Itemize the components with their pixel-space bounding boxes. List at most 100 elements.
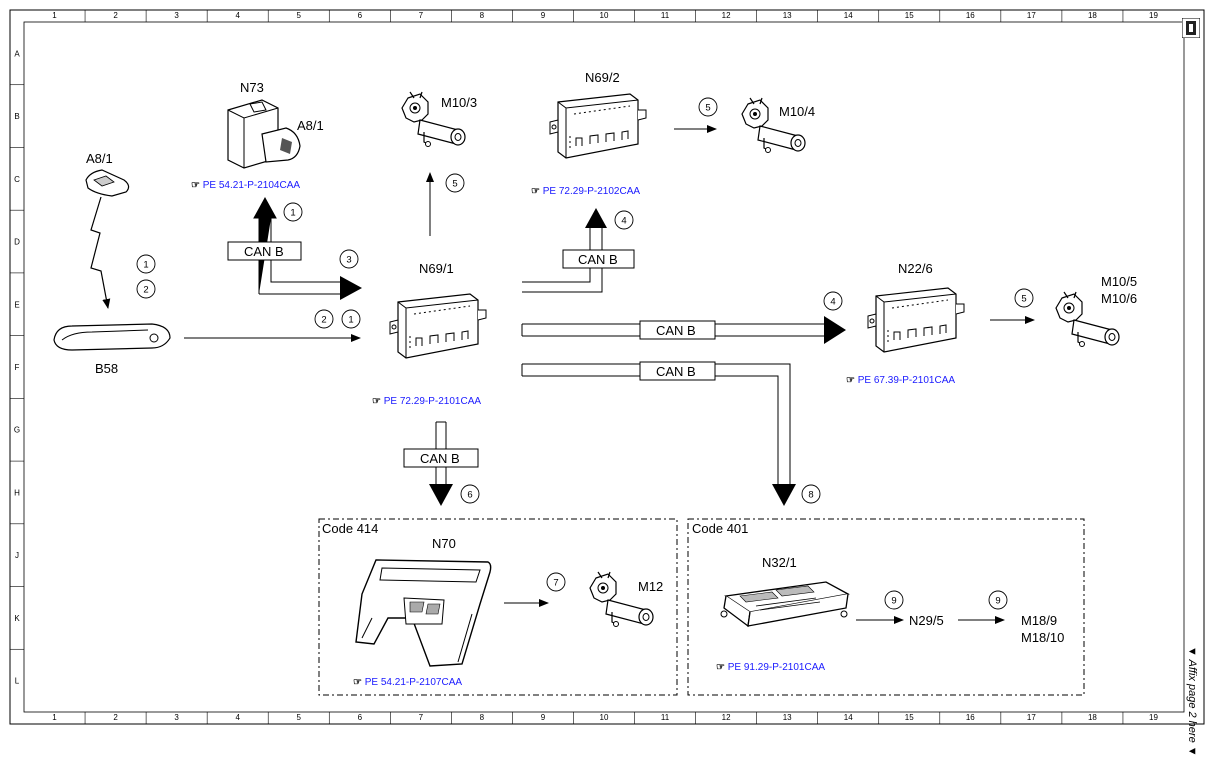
ruler-col-14-bottom: 14 bbox=[844, 713, 853, 722]
label-m10-3: M10/3 bbox=[441, 95, 477, 110]
step-number-s_n70_6: 6 bbox=[467, 490, 472, 501]
step-circle-s_m104_5 bbox=[698, 97, 718, 117]
ruler-col-7-bottom: 7 bbox=[419, 713, 424, 722]
ruler-col-10-bottom: 10 bbox=[600, 713, 609, 722]
can-b-label-3: CAN B bbox=[656, 323, 696, 338]
ruler-col-11-bottom: 11 bbox=[661, 713, 670, 722]
can-b-box-1 bbox=[227, 241, 302, 261]
step-number-s_m105_5: 5 bbox=[1021, 294, 1026, 305]
ruler-col-3-bottom: 3 bbox=[174, 713, 179, 722]
ruler-col-6-bottom: 6 bbox=[358, 713, 363, 722]
code-414-box bbox=[318, 518, 678, 696]
label-n29-5: N29/5 bbox=[909, 613, 944, 628]
step-number-s_n226_4: 4 bbox=[830, 297, 835, 308]
label-m18-9: M18/9 bbox=[1021, 613, 1057, 628]
bus-n69-1-to-n32-1 bbox=[521, 363, 796, 506]
step-circle-s_can_3 bbox=[339, 249, 359, 269]
ecu-n69-1-image bbox=[389, 293, 487, 359]
ruler-col-6-top: 6 bbox=[358, 11, 363, 20]
bus-n69-1-to-n69-2 bbox=[522, 208, 607, 293]
step-number-s_n321_8: 8 bbox=[808, 490, 813, 501]
ruler-col-18-bottom: 18 bbox=[1088, 713, 1097, 722]
label-m10-5: M10/5 bbox=[1101, 274, 1137, 289]
ruler-col-16-top: 16 bbox=[966, 11, 975, 20]
label-n73: N73 bbox=[240, 80, 264, 95]
ruler-col-17-top: 17 bbox=[1027, 11, 1036, 20]
ruler-col-2-top: 2 bbox=[113, 11, 118, 20]
step-number-s_b58_1: 1 bbox=[348, 315, 353, 326]
step-circle-s_m189_9 bbox=[988, 590, 1008, 610]
step-circle-s_key_1 bbox=[136, 254, 156, 274]
ruler-col-11-top: 11 bbox=[661, 11, 670, 20]
ruler-col-15-top: 15 bbox=[905, 11, 914, 20]
can-b-box-4 bbox=[639, 361, 716, 381]
can-b-label-4: CAN B bbox=[656, 364, 696, 379]
label-n70: N70 bbox=[432, 536, 456, 551]
label-code-401: Code 401 bbox=[692, 521, 748, 536]
ruler-col-8-bottom: 8 bbox=[480, 713, 485, 722]
ecu-n69-2-image bbox=[549, 93, 647, 159]
step-number-s_n295_9: 9 bbox=[891, 596, 896, 607]
door-handle-image bbox=[53, 323, 171, 351]
ruler-row-J: J bbox=[15, 551, 19, 560]
step-circle-s_n73_1 bbox=[283, 202, 303, 222]
can-b-label-2: CAN B bbox=[578, 252, 618, 267]
step-number-s_key_1: 1 bbox=[143, 260, 148, 271]
step-circle-s_n70_6 bbox=[460, 484, 480, 504]
step-number-s_can_3: 3 bbox=[346, 255, 351, 266]
ruler-row-G: G bbox=[14, 426, 20, 435]
ruler-col-17-bottom: 17 bbox=[1027, 713, 1036, 722]
ruler-col-1-top: 1 bbox=[52, 11, 57, 20]
key-fob-image bbox=[85, 169, 130, 197]
ruler-col-10-top: 10 bbox=[600, 11, 609, 20]
seat-control-n32-1-image bbox=[720, 581, 850, 628]
step-circle-s_key_2 bbox=[136, 279, 156, 299]
ruler-col-12-bottom: 12 bbox=[722, 713, 731, 722]
label-a8-1-key: A8/1 bbox=[86, 151, 113, 166]
ruler-col-4-bottom: 4 bbox=[235, 713, 240, 722]
grid-ruler: 1122334455667788991010111112121313141415… bbox=[10, 10, 1158, 724]
label-n69-1: N69/1 bbox=[419, 261, 454, 276]
step-circle-s_b58_2 bbox=[314, 309, 334, 329]
page-corner-icon bbox=[1181, 17, 1201, 39]
ruler-row-C: C bbox=[14, 175, 20, 184]
ruler-row-B: B bbox=[14, 112, 19, 121]
step-circle-s_m12_7 bbox=[546, 572, 566, 592]
outer-frame bbox=[9, 9, 1205, 725]
ruler-col-9-top: 9 bbox=[541, 11, 546, 20]
inner-frame bbox=[23, 21, 1185, 713]
ruler-col-8-top: 8 bbox=[480, 11, 485, 20]
ruler-col-15-bottom: 15 bbox=[905, 713, 914, 722]
code-401-box bbox=[687, 518, 1085, 696]
step-number-s_key_2: 2 bbox=[143, 285, 148, 296]
label-n32-1: N32/1 bbox=[762, 555, 797, 570]
ruler-col-14-top: 14 bbox=[844, 11, 853, 20]
step-circle-s_n692_4 bbox=[614, 210, 634, 230]
ref-n32-1: ☞ PE 91.29-P-2101CAA bbox=[716, 662, 825, 673]
can-b-box-3 bbox=[639, 320, 716, 340]
ref-n69-2: ☞ PE 72.29-P-2102CAA bbox=[531, 186, 640, 197]
label-code-414: Code 414 bbox=[322, 521, 378, 536]
ruler-col-16-bottom: 16 bbox=[966, 713, 975, 722]
overhead-panel-n70-image bbox=[355, 559, 492, 667]
label-n22-6: N22/6 bbox=[898, 261, 933, 276]
label-n69-2: N69/2 bbox=[585, 70, 620, 85]
step-circle-s_n226_4 bbox=[823, 291, 843, 311]
can-b-label-5: CAN B bbox=[420, 451, 460, 466]
ruler-col-19-bottom: 19 bbox=[1149, 713, 1158, 722]
affix-page-note: ▼ Affix page 2 here ▼ bbox=[1186, 646, 1198, 757]
ruler-col-2-bottom: 2 bbox=[113, 713, 118, 722]
step-number-s_m104_5: 5 bbox=[705, 103, 710, 114]
step-number-s_b58_2: 2 bbox=[321, 315, 326, 326]
ruler-col-1-bottom: 1 bbox=[52, 713, 57, 722]
ruler-col-19-top: 19 bbox=[1149, 11, 1158, 20]
ruler-col-12-top: 12 bbox=[722, 11, 731, 20]
ignition-switch-image bbox=[227, 99, 301, 169]
ruler-row-F: F bbox=[15, 363, 20, 372]
ref-n69-1: ☞ PE 72.29-P-2101CAA bbox=[372, 396, 481, 407]
label-m18-10: M18/10 bbox=[1021, 630, 1064, 645]
label-m10-4: M10/4 bbox=[779, 104, 815, 119]
can-b-box-2 bbox=[562, 249, 635, 269]
